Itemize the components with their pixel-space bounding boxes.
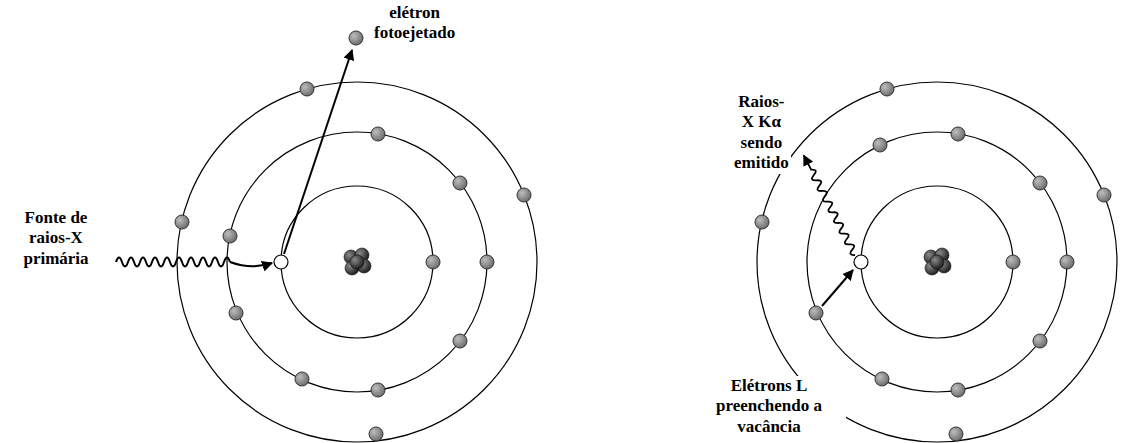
transition-arrow	[822, 270, 853, 306]
electron	[480, 255, 494, 269]
vacancy	[854, 255, 868, 269]
orbit-l	[807, 132, 1067, 392]
electron	[223, 229, 237, 243]
electron	[1060, 255, 1074, 269]
xray-wave	[116, 258, 230, 267]
orbit-m	[177, 82, 537, 442]
ejected-electron	[349, 31, 363, 45]
electron	[880, 82, 894, 96]
electron	[1033, 176, 1047, 190]
electron	[371, 383, 385, 397]
electron	[1006, 255, 1020, 269]
nucleus	[350, 255, 364, 269]
label-text: elétron fotoejetado	[372, 3, 457, 44]
electron	[453, 334, 467, 348]
label-text: Raios-X Kα sendo emitido	[732, 92, 791, 174]
orbit-k	[281, 186, 433, 338]
ejection-arrow	[284, 50, 352, 254]
electron	[369, 427, 383, 441]
electron	[951, 383, 965, 397]
electron	[1033, 334, 1047, 348]
vacancy	[274, 255, 288, 269]
label-text: Fonte de raios-X primária	[4, 208, 108, 269]
orbit-k	[861, 186, 1013, 338]
electron	[295, 372, 309, 386]
photon-arrow	[230, 262, 272, 266]
electron	[1097, 188, 1111, 202]
electron	[875, 372, 889, 386]
electron	[873, 138, 887, 152]
electron	[229, 306, 243, 320]
electron	[453, 176, 467, 190]
nucleus	[930, 255, 944, 269]
electron	[755, 215, 769, 229]
electron	[951, 127, 965, 141]
electron	[517, 188, 531, 202]
electron	[949, 427, 963, 441]
electron	[300, 82, 314, 96]
electron	[175, 215, 189, 229]
electron	[371, 127, 385, 141]
label-text: Elétrons L preenchendo a vacância	[692, 376, 846, 437]
kalpha-wave	[801, 154, 858, 257]
orbit-l	[227, 132, 487, 392]
electron	[809, 306, 823, 320]
electron	[426, 255, 440, 269]
